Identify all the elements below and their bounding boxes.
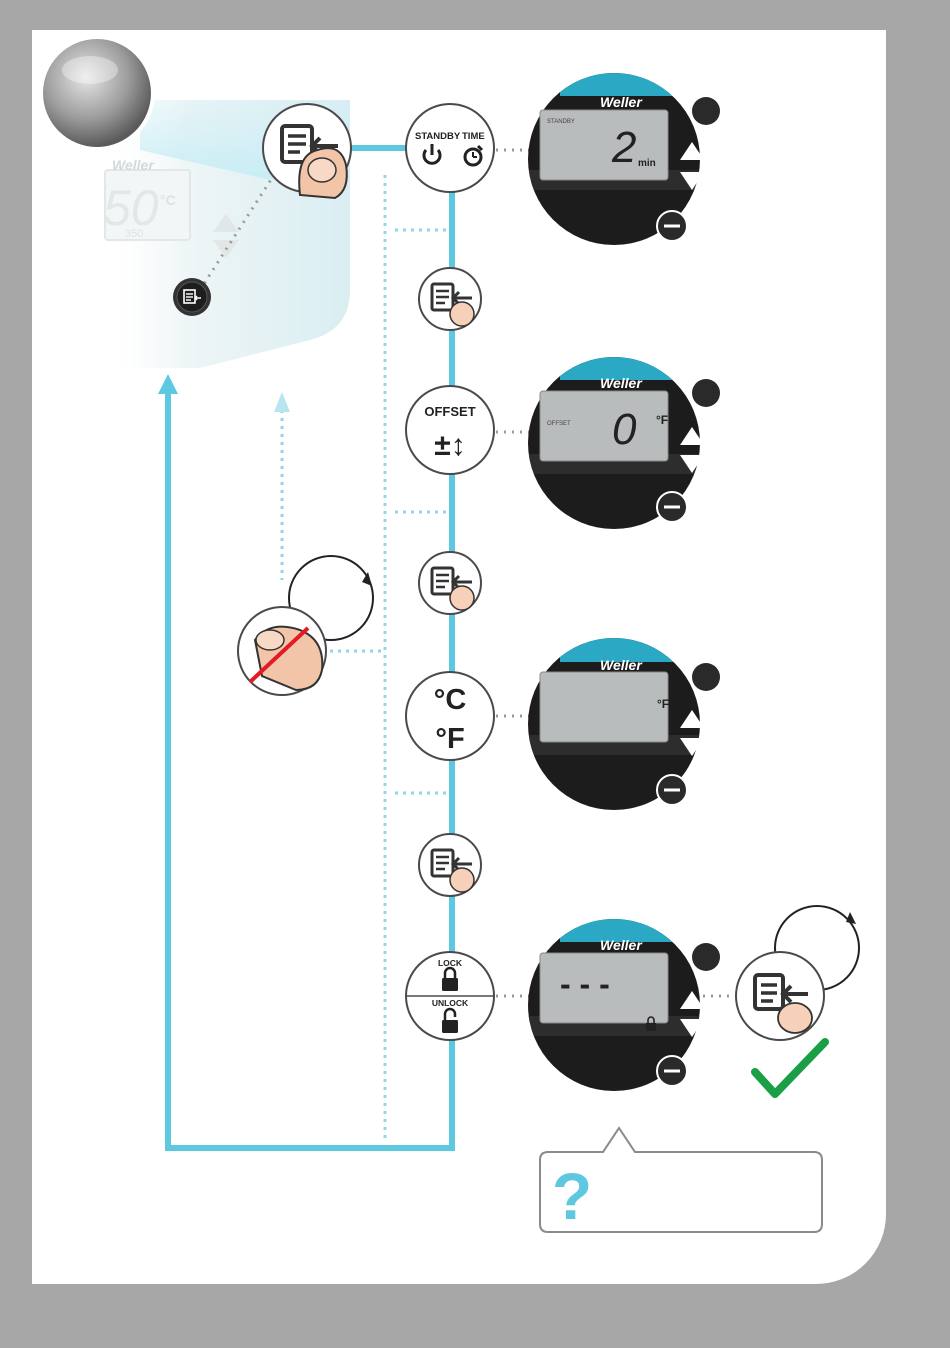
step-offset: OFFSET ±↕ <box>406 386 494 474</box>
no-press-finger <box>238 607 326 695</box>
chapter-ball <box>43 39 151 147</box>
lcd-label-offset: OFFSET <box>547 421 571 427</box>
lcd-value-standby: 2 <box>611 123 636 172</box>
standby-label: STANDBY <box>415 131 461 142</box>
lock-label: LOCK <box>438 958 463 968</box>
lcd-unit-scale: °F <box>657 697 669 711</box>
question-mark-icon: ? <box>552 1159 592 1233</box>
lcd-value-lock: - - - <box>560 966 610 1002</box>
menu-button-step-2[interactable] <box>419 552 481 614</box>
step-celsius-fahrenheit: °C °F <box>406 672 494 760</box>
lcd-value-offset: 0 <box>612 405 637 454</box>
offset-label: OFFSET <box>424 404 475 419</box>
lcd-brand: Weller <box>600 94 643 110</box>
unlock-label: UNLOCK <box>432 998 469 1008</box>
lcd-unit-standby: min <box>638 158 656 169</box>
flow-arrow-up <box>158 374 178 394</box>
station-menu-button[interactable] <box>173 278 211 316</box>
station-set-faded: 350 <box>125 228 143 240</box>
fahrenheit-label: °F <box>435 723 464 755</box>
step-standby-time: STANDBY TIME <box>406 104 494 192</box>
lcd-unit-offset: °F <box>656 413 668 427</box>
time-label: TIME <box>462 131 485 142</box>
lcd-brand: Weller <box>600 937 643 953</box>
lcd-label-standby: STANDBY <box>547 119 575 125</box>
lcd-brand: Weller <box>600 657 643 673</box>
station-temp-unit-faded: °C <box>160 192 176 208</box>
lcd-brand: Weller <box>600 375 643 391</box>
station-brand-faded: Weller <box>112 157 155 173</box>
menu-button-confirm[interactable] <box>736 952 824 1040</box>
dotted-arrow-up <box>274 392 290 412</box>
offset-symbol: ±↕ <box>434 429 465 462</box>
checkmark-icon <box>755 1042 825 1094</box>
menu-button-step-1[interactable] <box>419 268 481 330</box>
step-lock-unlock: LOCK UNLOCK <box>406 952 494 1040</box>
menu-button-step-3[interactable] <box>419 834 481 896</box>
celsius-label: °C <box>434 684 467 716</box>
